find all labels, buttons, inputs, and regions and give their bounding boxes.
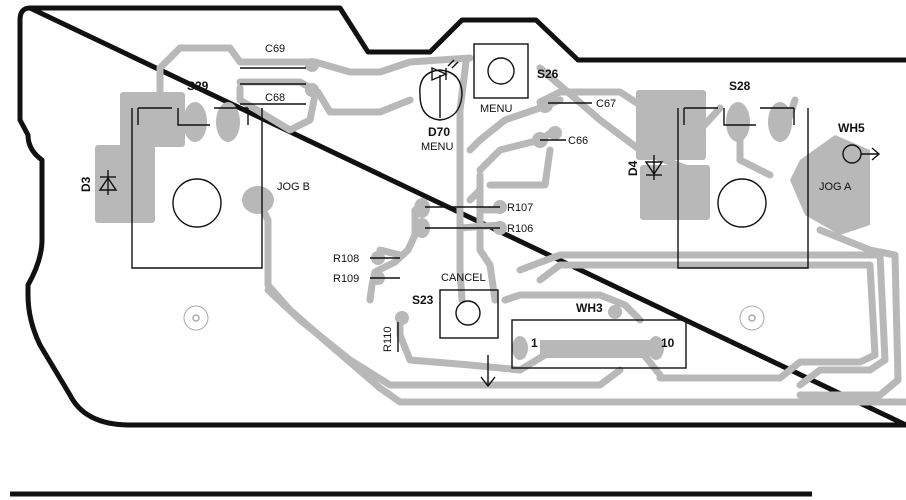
label-r109: R109 [333, 273, 359, 285]
mounting-hole-left [183, 305, 209, 331]
label-r106: R106 [507, 223, 533, 235]
label-c69: C69 [265, 43, 285, 55]
s28-knob [717, 178, 767, 228]
label-wh3-pin10: 10 [661, 336, 675, 350]
down-arrow-icon [480, 355, 496, 388]
label-d4: D4 [626, 160, 640, 176]
label-d70: D70 [428, 125, 450, 139]
d70-led-symbol [419, 59, 463, 121]
s26-body [473, 43, 529, 99]
label-wh3: WH3 [576, 301, 603, 315]
label-s26-menu: MENU [480, 103, 512, 115]
label-cancel: CANCEL [441, 272, 486, 284]
label-jog-b: JOG B [277, 181, 310, 193]
label-s23: S23 [412, 293, 434, 307]
label-wh5: WH5 [838, 121, 865, 135]
s29-knob [172, 178, 222, 228]
copper-traces [156, 44, 906, 406]
component-outlines [98, 43, 881, 388]
label-s28: S28 [729, 79, 751, 93]
label-c67: C67 [596, 98, 616, 110]
mounting-hole-right [739, 305, 765, 331]
label-s26: S26 [537, 67, 559, 81]
label-r108: R108 [333, 253, 359, 265]
board-outline [17, 5, 906, 428]
label-s29: S29 [187, 79, 209, 93]
label-d70-menu: MENU [421, 141, 453, 153]
label-jog-a: JOG A [819, 181, 852, 193]
s29-body [131, 108, 263, 269]
label-r110: R110 [382, 327, 394, 352]
wh5-terminal-symbol [842, 144, 881, 164]
label-r107: R107 [507, 202, 533, 214]
d4-diode-symbol [644, 155, 664, 180]
label-c66: C66 [568, 135, 588, 147]
label-d3: D3 [79, 176, 93, 192]
label-wh3-pin1: 1 [531, 336, 538, 350]
label-c68: C68 [265, 92, 285, 104]
wh3-connector [511, 319, 687, 369]
s28-body [677, 108, 809, 269]
d3-diode-symbol [98, 170, 118, 195]
component-labels: S29 C69 C68 D3 JOG B D70 MENU S26 MENU C… [79, 43, 865, 352]
s23-body [439, 289, 499, 339]
